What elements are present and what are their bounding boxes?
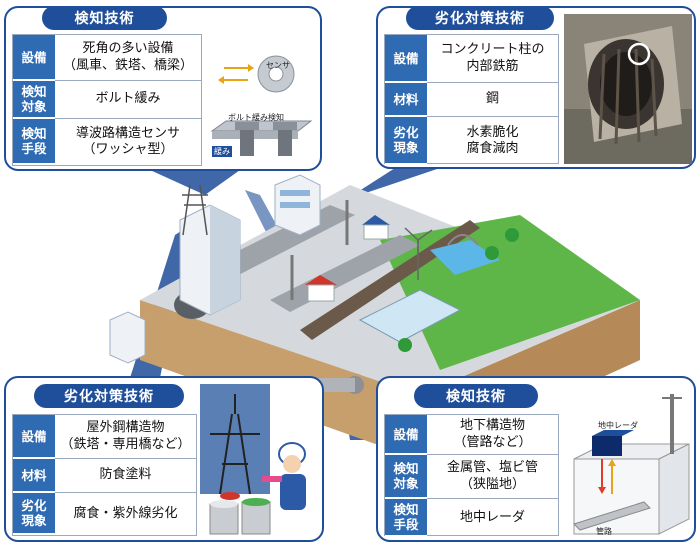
row-key: 材料 [385,83,427,117]
panel-detection-bolt: 検知技術 設備 死角の多い設備 （風車、鉄塔、橋梁） 検知 対象 ボルト緩み 検… [4,6,322,171]
row-key: 設備 [13,415,55,459]
water-tanks [358,289,462,343]
tower-building [179,204,241,316]
washer-sensor-illustration [210,55,313,156]
row-key: 設備 [385,415,427,455]
pointer-tr [345,168,440,200]
pipe-label: 管路 [596,527,612,536]
info-table: 設備 死角の多い設備 （風車、鉄塔、橋梁） 検知 対象 ボルト緩み 検知 手段 … [12,34,202,166]
bolt-detect-label: ボルト緩み検知 [228,113,284,122]
row-key: 劣化 現象 [13,493,55,535]
panel-detection-underground: 検知技術 設備 地下構造物 （管路など） 検知 対象 金属管、塩ビ管 （狭隘地）… [376,376,696,542]
panel-title: 検知技術 [42,6,167,30]
row-key: 設備 [13,35,55,81]
row-value: 金属管、塩ビ管 （狭隘地） [427,455,558,499]
panel-title: 劣化対策技術 [406,6,554,30]
panel-degradation-steel: 劣化対策技術 設備 屋外鋼構造物 （鉄塔・専用橋など） 材料 防食塗料 劣化 現… [4,376,324,542]
row-key: 検知 手段 [13,119,55,165]
painter-worker [262,442,306,510]
panel-title: 劣化対策技術 [34,384,184,408]
row-value: 防食塗料 [55,459,196,493]
steel-tower [210,394,260,495]
bridge [447,234,479,246]
transmission-tower [182,184,208,236]
signal-arrows [224,67,248,81]
house-red [305,275,337,302]
row-key: 材料 [13,459,55,493]
panel-degradation-concrete: 劣化対策技術 設備 コンクリート柱の 内部鉄筋 材料 鋼 劣化 現象 水素脆化 … [376,6,696,169]
bolt-2 [278,128,292,156]
river [430,240,500,275]
paint-buckets [209,492,271,535]
row-value: 鋼 [427,83,558,117]
row-key: 劣化 現象 [385,117,427,165]
row-value: コンクリート柱の 内部鉄筋 [427,35,558,83]
steel-tower-painting-illustration [200,384,306,535]
tree-2 [505,228,519,242]
row-key: 検知 対象 [385,455,427,499]
row-value: ボルト緩み [55,81,201,119]
info-table: 設備 地下構造物 （管路など） 検知 対象 金属管、塩ビ管 （狭隘地） 検知 手… [384,414,559,537]
row-key: 設備 [385,35,427,83]
ground-radar-illustration [573,394,690,535]
loose-label: 緩み [212,146,232,157]
row-value: 導波路構造センサ （ワッシャ型） [75,125,180,157]
house-blue [362,215,390,240]
row-key: 検知 対象 [13,81,55,119]
row-value: 地下構造物 （管路など） [427,415,558,455]
radar-label: 地中レーダ [598,421,638,430]
info-table: 設備 屋外鋼構造物 （鉄塔・専用橋など） 材料 防食塗料 劣化 現象 腐食・紫外… [12,414,197,536]
sensor-label: センサ [266,61,290,70]
row-value: 水素脆化 腐食減肉 [466,124,519,156]
panel-title: 検知技術 [414,384,538,408]
row-value: 腐食・紫外線劣化 [73,505,178,521]
row-key: 検知 手段 [385,499,427,537]
row-value: 死角の多い設備 （風車、鉄塔、橋梁） [55,35,201,81]
row-value: 地中レーダ [459,509,525,525]
tree-1 [485,246,499,260]
info-table: 設備 コンクリート柱の 内部鉄筋 材料 鋼 劣化 現象 水素脆化 腐食減肉 [384,34,559,165]
tree-3 [398,338,412,352]
pointer-tl [150,170,240,195]
wind-turbine [404,227,433,280]
radar-device [592,436,622,456]
bolt-1 [240,128,254,156]
row-value: 屋外鋼構造物 （鉄塔・専用橋など） [55,415,196,459]
office-building [274,174,321,236]
small-building [109,311,146,364]
highlight-circle [627,42,651,66]
concrete-pole-photo [564,14,692,164]
pipe [573,501,651,531]
